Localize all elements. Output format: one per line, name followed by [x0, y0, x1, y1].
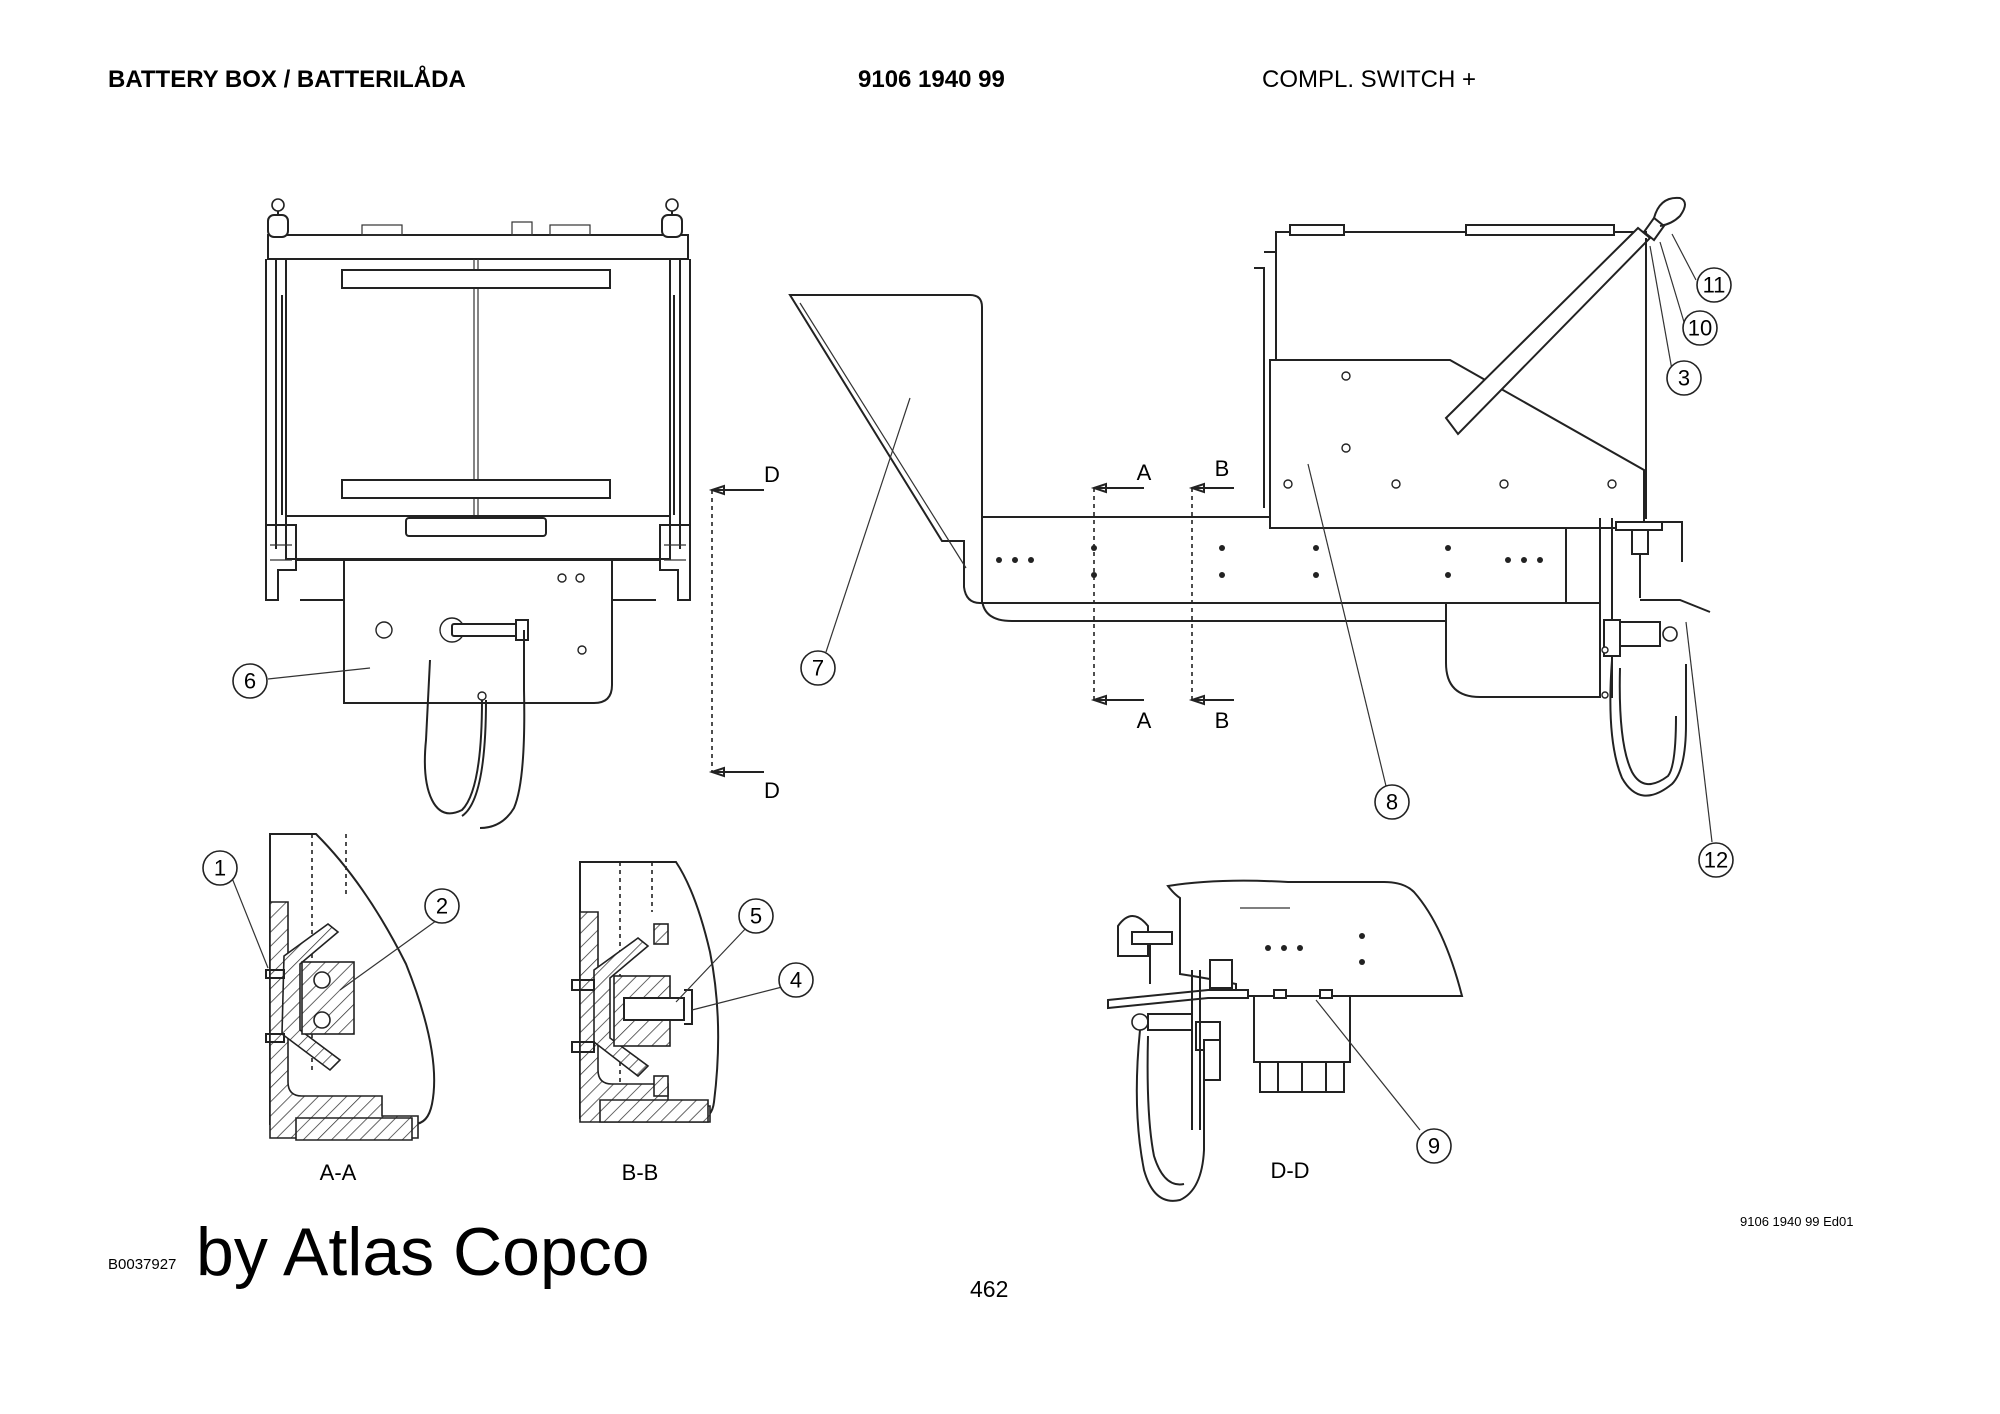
page-number: 462 — [970, 1276, 1009, 1302]
svg-text:B-B: B-B — [622, 1160, 659, 1185]
brand-text: by Atlas Copco — [196, 1214, 650, 1290]
svg-text:A-A: A-A — [320, 1160, 357, 1185]
part-number: 9106 1940 99 — [858, 66, 1005, 93]
part-description: COMPL. SWITCH + — [1262, 66, 1477, 93]
svg-text:1: 1 — [214, 856, 226, 881]
front-view — [265, 198, 691, 829]
callout-7: 7 — [800, 397, 911, 686]
svg-text:10: 10 — [1688, 316, 1712, 341]
callout-6: 6 — [232, 663, 371, 699]
svg-text:4: 4 — [790, 968, 802, 993]
svg-text:8: 8 — [1386, 790, 1398, 815]
svg-text:2: 2 — [436, 894, 448, 919]
svg-text:A: A — [1137, 708, 1152, 733]
callout-5: 5 — [738, 898, 774, 934]
callout-12: 12 — [1685, 621, 1734, 878]
svg-text:5: 5 — [750, 904, 762, 929]
svg-text:9: 9 — [1428, 1134, 1440, 1159]
section-line-d: D D — [708, 462, 780, 803]
svg-text:11: 11 — [1703, 273, 1726, 298]
svg-text:D-D: D-D — [1270, 1158, 1309, 1183]
svg-text:B: B — [1215, 456, 1230, 481]
svg-text:3: 3 — [1678, 366, 1690, 391]
svg-text:D: D — [764, 778, 780, 803]
callout-8: 8 — [1307, 463, 1410, 820]
section-line-b: B B — [1188, 456, 1234, 733]
svg-text:6: 6 — [244, 669, 256, 694]
drawing-reference: 9106 1940 99 Ed01 — [1740, 1214, 1854, 1229]
section-aa: A-A — [231, 833, 441, 1185]
svg-text:D: D — [764, 462, 780, 487]
callout-2: 2 — [424, 888, 460, 924]
callout-3: 3 — [1649, 245, 1702, 396]
callout-11: 11 — [1671, 233, 1732, 303]
side-view — [788, 196, 1711, 797]
svg-text:12: 12 — [1704, 848, 1728, 873]
callout-9: 9 — [1416, 1128, 1452, 1164]
svg-text:A: A — [1137, 460, 1152, 485]
callout-1: 1 — [202, 850, 238, 886]
image-code: B0037927 — [108, 1256, 177, 1273]
page-title: BATTERY BOX / BATTERILÅDA — [108, 66, 466, 93]
section-bb: B-B — [571, 861, 787, 1185]
section-dd: D-D — [1107, 879, 1464, 1202]
svg-text:B: B — [1215, 708, 1230, 733]
callout-10: 10 — [1659, 241, 1718, 346]
callout-4: 4 — [778, 962, 814, 998]
section-line-a: A A — [1090, 460, 1152, 733]
svg-text:7: 7 — [812, 656, 824, 681]
